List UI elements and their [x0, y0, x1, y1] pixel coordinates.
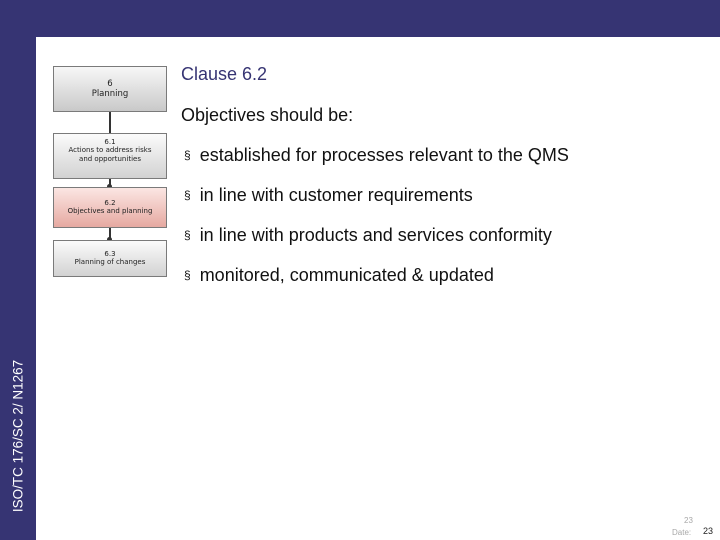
- flow-box-number: 6.2: [104, 199, 116, 207]
- bullet-item: § in line with products and services conf…: [184, 225, 552, 246]
- top-banner: [0, 0, 720, 37]
- page-number: 23: [703, 526, 714, 536]
- document-reference: ISO/TC 176/SC 2/ N1267: [10, 359, 26, 513]
- flow-box-changes: 6.3 Planning of changes: [53, 240, 167, 277]
- bullet-icon: §: [184, 188, 191, 202]
- flow-connector-dot: [107, 184, 112, 189]
- bullet-item: § in line with customer requirements: [184, 185, 473, 206]
- bullet-text: monitored, communicated & updated: [199, 265, 494, 285]
- bullet-text: in line with customer requirements: [199, 185, 473, 205]
- flow-connector: [109, 179, 111, 187]
- intro-text: Objectives should be:: [181, 105, 354, 125]
- flow-box-title: Planning of changes: [74, 258, 146, 267]
- flow-box-planning: 6 Planning: [53, 66, 167, 112]
- flow-box-title: Actions to address risks: [68, 146, 152, 155]
- flow-box-actions-risks: 6.1 Actions to address risks and opportu…: [53, 133, 167, 179]
- bullet-icon: §: [184, 228, 191, 242]
- flow-box-title: and opportunities: [79, 154, 141, 163]
- flow-box-number: 6: [107, 79, 113, 89]
- flow-box-title: Planning: [91, 89, 129, 100]
- flow-box-number: 6.3: [104, 250, 116, 258]
- bullet-text: in line with products and services confo…: [199, 225, 552, 245]
- flow-box-number: 6.1: [104, 138, 116, 146]
- bullet-item: § established for processes relevant to t…: [184, 145, 569, 166]
- bullet-item: § monitored, communicated & updated: [184, 265, 494, 286]
- flow-box-title: Objectives and planning: [67, 207, 153, 216]
- flow-connector-dot: [107, 237, 112, 242]
- flow-connector: [109, 228, 111, 240]
- bullet-icon: §: [184, 268, 191, 282]
- page-number-faint: 23: [684, 516, 693, 525]
- flow-connector: [109, 112, 111, 133]
- flow-box-objectives: 6.2 Objectives and planning: [53, 187, 167, 228]
- slide-title: Clause 6.2: [181, 64, 268, 84]
- bullet-text: established for processes relevant to th…: [199, 145, 569, 165]
- bullet-icon: §: [184, 148, 191, 162]
- side-banner: [0, 37, 36, 540]
- date-label: Date:: [672, 528, 692, 537]
